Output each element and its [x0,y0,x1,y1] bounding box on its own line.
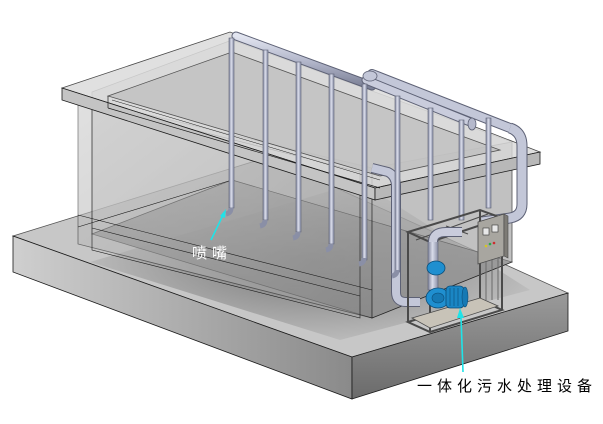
drop-pipe [427,107,434,221]
drop-pipe [259,49,269,229]
drop-pipes [225,37,492,279]
equipment-label: 一体化污水处理设备 [417,377,598,395]
meter-icon [491,224,499,233]
drop-pipe [292,61,302,241]
meter-icon [482,227,490,236]
drop-pipe [325,73,335,253]
pump-unit [405,208,509,334]
indicator-green-icon [488,242,492,246]
drop-pipe [225,37,235,217]
control-box [477,213,509,300]
spray-nozzle [225,207,234,217]
nozzle-label: 喷嘴 [192,244,233,262]
drop-pipe [458,119,465,221]
drop-pipe [358,83,368,267]
drop-pipe [485,117,492,209]
equipment-callout-arrow [457,308,464,373]
pump [425,260,469,309]
drop-pipe [391,95,401,279]
indicator-yellow-icon [484,244,488,248]
nozzle-callout-arrow [210,209,226,241]
pipe-manifold [225,31,528,307]
indicator-red-icon [492,241,496,245]
